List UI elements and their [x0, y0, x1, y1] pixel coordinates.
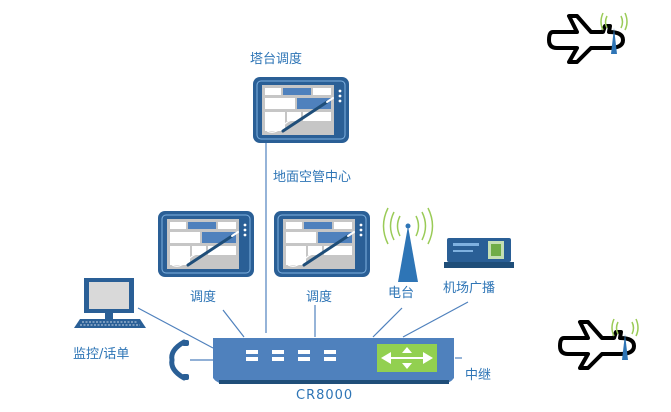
dispatch-left-tablet-icon — [156, 209, 256, 279]
monitor-link-line — [137, 307, 214, 349]
phone-handset-icon — [169, 339, 189, 381]
ground-control-center-label: 地面空管中心 — [273, 170, 352, 185]
tower-dispatch-label: 塔台调度 — [250, 52, 303, 67]
tower-dispatch-tablet-icon — [251, 75, 351, 145]
relay-module-icon — [377, 344, 437, 372]
relay-label: 中继 — [465, 368, 492, 383]
dispatch-right-label: 调度 — [306, 290, 333, 305]
connection-lines — [137, 140, 469, 361]
antenna-tower-icon — [382, 207, 434, 282]
monitor-phone-label: 监控/话单 — [73, 347, 130, 362]
dispatch-left-label: 调度 — [190, 290, 217, 305]
device-name-label: CR8000 — [296, 388, 354, 403]
broadcast-device-icon — [444, 238, 514, 268]
airplane-bottom-icon — [558, 317, 640, 370]
computer-icon — [74, 278, 146, 328]
dispatch-right-tablet-icon — [272, 209, 372, 279]
airport-broadcast-label: 机场广播 — [443, 281, 496, 296]
radio-link-line — [372, 307, 403, 338]
cr8000-device — [213, 338, 454, 384]
radio-station-label: 电台 — [388, 286, 415, 301]
dispatch-left-link-line — [222, 309, 245, 338]
broadcast-link-line — [402, 301, 469, 338]
airplane-top-icon — [547, 11, 629, 64]
